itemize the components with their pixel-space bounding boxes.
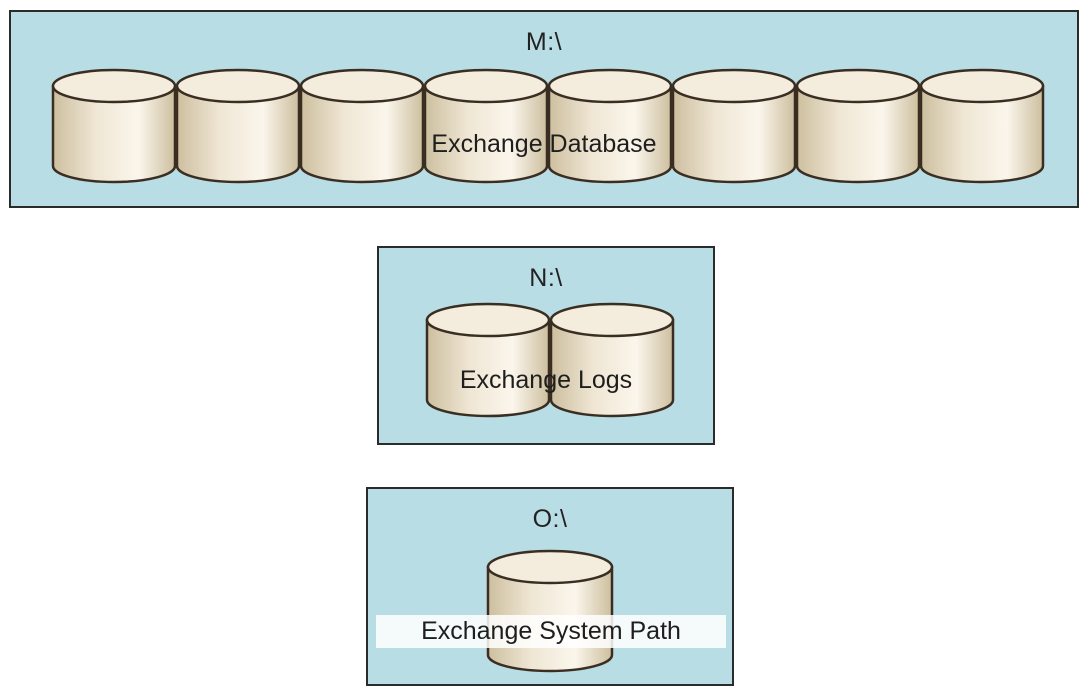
drive-panel-m: M:\ Exchange Database	[9, 10, 1079, 208]
disk-group-o	[486, 549, 614, 673]
drive-label-m: M:\	[525, 28, 563, 56]
disk-cylinder-icon-o-1	[486, 549, 614, 673]
disk-cylinder-icon-m-6	[671, 68, 797, 184]
disk-cylinder-icon-n-1	[425, 302, 551, 418]
disk-cylinder-icon-m-2	[175, 68, 301, 184]
drive-caption-o: Exchange System Path	[376, 615, 726, 648]
disk-group-n	[425, 302, 675, 418]
drive-panel-n: N:\ Exchange Logs	[377, 246, 715, 445]
disk-cylinder-icon-m-1	[51, 68, 177, 184]
drive-label-n: N:\	[529, 264, 563, 292]
disk-cylinder-icon-m-8	[919, 68, 1045, 184]
disk-cylinder-icon-m-5	[547, 68, 673, 184]
disk-group-m	[51, 68, 1045, 184]
disk-cylinder-icon-m-3	[299, 68, 425, 184]
drive-panel-o: O:\ Exchange System Path	[366, 487, 734, 686]
disk-cylinder-icon-n-2	[549, 302, 675, 418]
disk-cylinder-icon-m-4	[423, 68, 549, 184]
disk-cylinder-icon-m-7	[795, 68, 921, 184]
drive-caption-m: Exchange Database	[431, 130, 657, 158]
drive-caption-n: Exchange Logs	[459, 366, 633, 394]
drive-label-o: O:\	[532, 505, 568, 533]
